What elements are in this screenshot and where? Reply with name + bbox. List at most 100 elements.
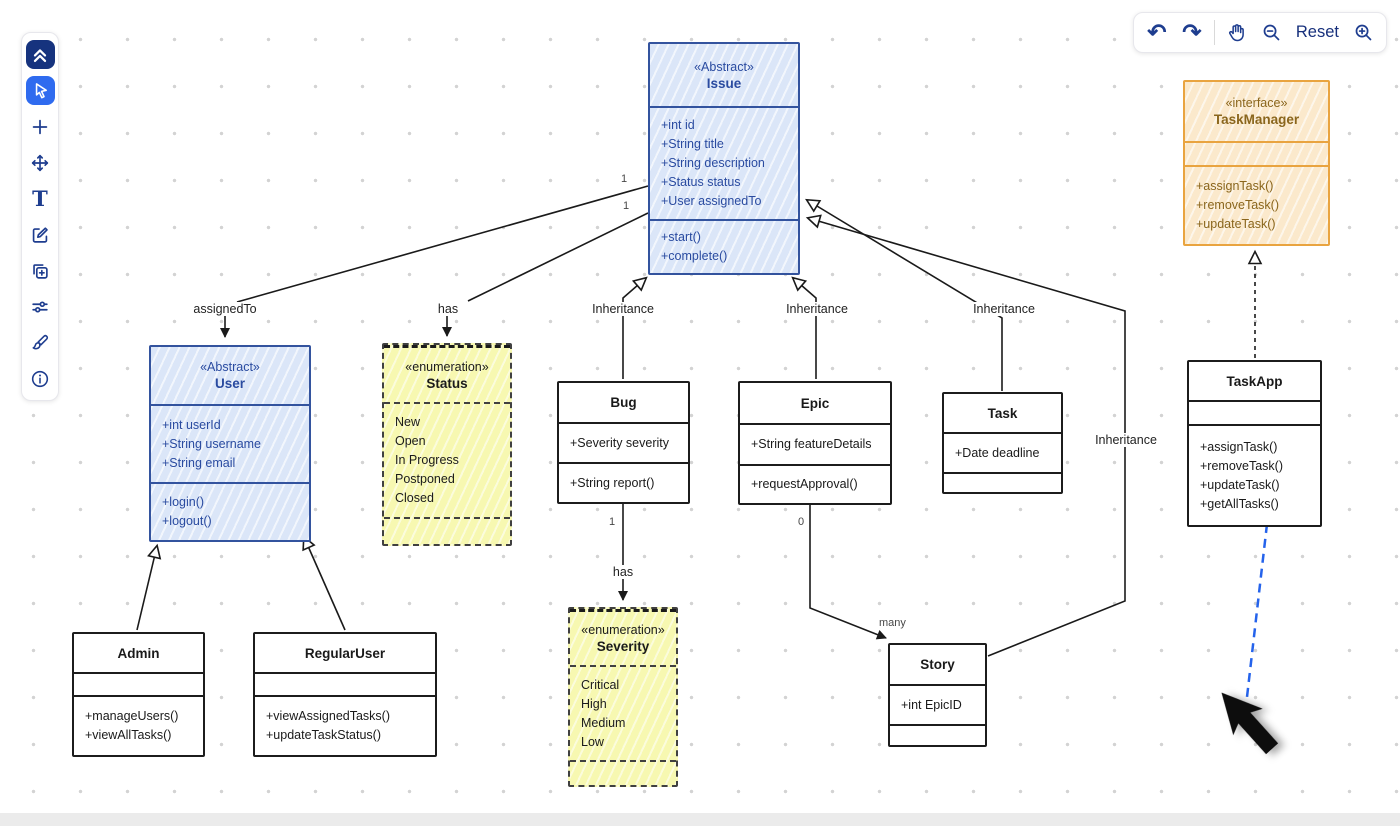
paintbrush-icon [32,334,49,349]
class-header: «Abstract» User [151,347,309,404]
zoom-out-button[interactable] [1259,18,1285,48]
class-method: +requestApproval() [751,477,858,491]
methods-section: +assignTask() +removeTask() +updateTask(… [1189,424,1320,525]
class-attribute: +User assignedTo [661,194,762,208]
enum-values-section: Critical High Medium Low [570,665,676,760]
class-name: Task [987,405,1018,421]
enum-severity[interactable]: «enumeration» Severity Critical High Med… [568,607,678,787]
edge-regularuser-user-inheritance[interactable] [302,534,346,631]
multiplicity-label[interactable]: 1 [623,200,630,212]
edge-admin-user-inheritance[interactable] [136,543,162,631]
empty-section [890,724,985,745]
class-regularuser[interactable]: RegularUser +viewAssignedTasks() +update… [253,632,437,757]
enum-value: In Progress [395,453,459,467]
class-attribute: +String username [162,436,262,451]
edge-issue-user-assignedto[interactable] [236,185,649,303]
select-tool-button[interactable] [25,76,55,105]
edge-label-inheritance-bug[interactable]: Inheritance [589,302,657,316]
class-story[interactable]: Story +int EpicID [888,643,987,747]
redo-button[interactable]: ↷ [1179,18,1205,48]
attributes-section [1185,141,1328,165]
pan-button[interactable] [1224,18,1250,48]
info-button[interactable] [26,364,55,393]
class-name: TaskApp [1226,373,1283,389]
class-stereotype: «interface» [1225,96,1288,110]
class-user[interactable]: «Abstract» User +int userId +String user… [149,345,311,542]
class-admin[interactable]: Admin +manageUsers() +viewAllTasks() [72,632,205,757]
mouse-cursor-icon [1221,692,1279,755]
enum-status[interactable]: «enumeration» Status New Open In Progres… [382,343,512,546]
style-tool-button[interactable] [26,328,55,357]
class-attribute: +Severity severity [570,435,669,450]
class-name: Issue [706,75,742,91]
multiplicity-label[interactable]: 1 [621,173,628,185]
class-taskmanager[interactable]: «interface» TaskManager +assignTask() +r… [1183,80,1330,246]
duplicate-tool-button[interactable] [26,256,55,285]
left-toolbar: T [21,32,59,401]
multiplicity-label[interactable]: 0 [798,516,805,528]
undo-button[interactable]: ↶ [1144,18,1170,48]
methods-section: +assignTask() +removeTask() +updateTask(… [1185,165,1328,244]
edge-bug-issue-inheritance[interactable] [622,276,648,379]
settings-tool-button[interactable] [26,292,55,321]
enum-value: Postponed [395,472,455,486]
edge-story-issue-inheritance[interactable] [805,214,1126,657]
class-stereotype: «Abstract» [694,59,754,74]
class-attribute: +int userId [162,417,221,432]
class-header: Epic [740,383,890,423]
edge-label-inheritance-epic[interactable]: Inheritance [783,302,851,316]
reset-zoom-button[interactable]: Reset [1294,18,1341,48]
multiplicity-label[interactable]: 1 [609,516,616,528]
add-shape-tool-button[interactable] [26,112,55,141]
edge-label-has-severity[interactable]: has [609,565,637,579]
class-name: Status [426,375,468,391]
text-tool-button[interactable]: T [26,184,55,213]
multiplicity-label[interactable]: many [879,617,906,629]
class-header: Bug [559,383,688,422]
methods-section: +String report() [559,462,688,502]
class-method: +getAllTasks() [1200,496,1279,511]
class-header: «enumeration» Severity [570,609,676,665]
collapse-toolbar-button[interactable] [25,40,55,69]
edge-epic-issue-inheritance[interactable] [791,276,817,379]
class-method: +manageUsers() [85,709,179,723]
edge-label-has-status[interactable]: has [434,302,462,316]
class-name: RegularUser [304,645,386,661]
edit-tool-button[interactable] [26,220,55,249]
edge-epic-story[interactable] [809,502,887,640]
class-method: +assignTask() [1200,439,1278,454]
class-method: +login() [162,495,205,509]
methods-section: +start() +complete() [650,219,798,273]
class-attribute: +Date deadline [955,445,1040,460]
pending-connector[interactable] [1245,523,1269,698]
class-issue[interactable]: «Abstract» Issue +int id +String title +… [648,42,800,275]
class-attribute: +int id [661,118,695,132]
class-header: RegularUser [255,634,435,672]
class-header: TaskApp [1189,362,1320,400]
class-header: Task [944,394,1061,432]
class-method: +logout() [162,514,212,528]
class-task[interactable]: Task +Date deadline [942,392,1063,494]
class-attribute: +Status status [661,175,741,189]
redo-icon: ↷ [1182,19,1202,45]
edge-label-inheritance-story[interactable]: Inheritance [1092,433,1160,447]
class-method: +removeTask() [1196,198,1280,212]
class-method: +updateTask() [1196,217,1276,231]
class-name: User [214,376,246,391]
edge-label-assignedto[interactable]: assignedTo [190,302,260,316]
attributes-section: +int EpicID [890,684,985,724]
edge-issue-status-has[interactable] [467,212,649,302]
class-bug[interactable]: Bug +Severity severity +String report() [557,381,690,504]
attributes-section [255,672,435,695]
edge-label-inheritance-task[interactable]: Inheritance [970,302,1038,316]
class-taskapp[interactable]: TaskApp +assignTask() +removeTask() +upd… [1187,360,1322,527]
move-tool-button[interactable] [26,148,55,177]
class-name: Admin [117,645,160,661]
zoom-in-button[interactable] [1350,18,1376,48]
class-epic[interactable]: Epic +String featureDetails +requestAppr… [738,381,892,505]
class-method: +start() [661,230,701,244]
plus-icon [32,119,48,134]
edge-task-issue-inheritance[interactable] [805,198,1003,391]
empty-section [944,472,1061,492]
